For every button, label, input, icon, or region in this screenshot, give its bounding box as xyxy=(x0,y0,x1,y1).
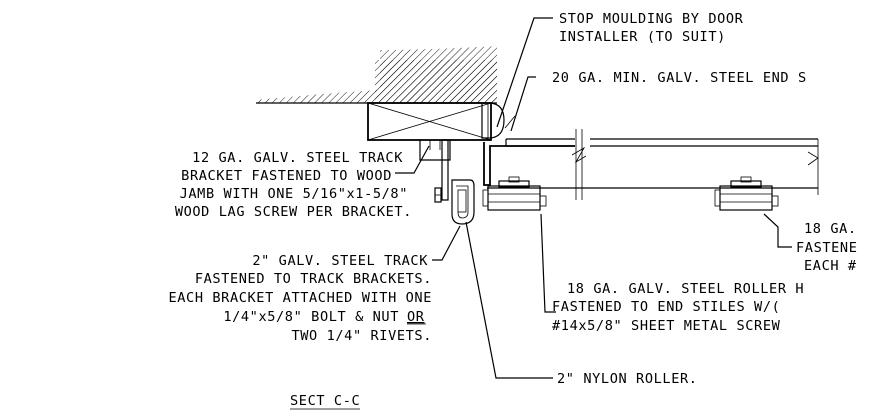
callout-right-hinge-line1: 18 GA. xyxy=(804,221,857,237)
callout-end-stile-line1: 20 GA. MIN. GALV. STEEL END S xyxy=(552,70,807,86)
callout-steel-track-line4: 1/4"x5/8" BOLT & NUT xyxy=(223,309,399,325)
callout-track-bracket-line3: JAMB WITH ONE 5/16"x1-5/8" xyxy=(180,186,408,202)
callout-stop-moulding: STOP MOULDING BY DOOR INSTALLER (TO SUIT… xyxy=(559,11,744,45)
callout-roller-hinge-line2: FASTENED TO END STILES W/( xyxy=(552,299,780,315)
callout-nylon-roller-line1: 2" NYLON ROLLER. xyxy=(557,371,698,387)
callout-end-stile: 20 GA. MIN. GALV. STEEL END S xyxy=(552,70,807,86)
roller-hinge-left xyxy=(482,176,547,211)
callout-nylon-roller: 2" NYLON ROLLER. xyxy=(557,371,698,387)
callout-roller-hinge: 18 GA. GALV. STEEL ROLLER H FASTENED TO … xyxy=(552,281,804,334)
callout-steel-track-line5: TWO 1/4" RIVETS. xyxy=(291,328,432,344)
callout-right-hinge-line2: FASTENE xyxy=(796,240,858,256)
callout-stop-moulding-line1: STOP MOULDING BY DOOR xyxy=(559,11,744,27)
door-panel xyxy=(483,115,819,200)
track-bracket xyxy=(419,139,451,201)
callout-track-bracket-line1: 12 GA. GALV. STEEL TRACK xyxy=(192,150,403,166)
steel-track xyxy=(434,179,475,225)
callout-steel-track-line2: FASTENED TO TRACK BRACKETS. xyxy=(195,271,432,287)
callout-roller-hinge-line3: #14x5/8" SHEET METAL SCREW xyxy=(552,318,781,334)
callout-right-hinge: 18 GA. FASTENE EACH # xyxy=(796,221,858,274)
callout-right-hinge-line3: EACH # xyxy=(804,258,857,274)
callout-steel-track-line1: 2" GALV. STEEL TRACK xyxy=(252,253,428,269)
callout-track-bracket-line4: WOOD LAG SCREW PER BRACKET. xyxy=(175,204,412,220)
wood-jamb xyxy=(367,102,492,141)
section-title-text: SECT C-C xyxy=(290,393,360,409)
callout-stop-moulding-line2: INSTALLER (TO SUIT) xyxy=(559,29,726,45)
callout-steel-track-line3: EACH BRACKET ATTACHED WITH ONE xyxy=(168,290,432,306)
callout-roller-hinge-line1: 18 GA. GALV. STEEL ROLLER H xyxy=(567,281,804,297)
callout-track-bracket: 12 GA. GALV. STEEL TRACK BRACKET FASTENE… xyxy=(175,150,412,220)
callout-steel-track: 2" GALV. STEEL TRACK FASTENED TO TRACK B… xyxy=(168,253,432,344)
leader-lines xyxy=(395,17,792,379)
stop-moulding xyxy=(481,102,505,139)
wall-header xyxy=(256,46,497,104)
section-title: SECT C-C xyxy=(290,393,360,410)
roller-hinge-right xyxy=(714,176,779,211)
callout-track-bracket-line2: BRACKET FASTENED TO WOOD xyxy=(181,168,392,184)
callout-steel-track-or: OR xyxy=(407,309,425,325)
